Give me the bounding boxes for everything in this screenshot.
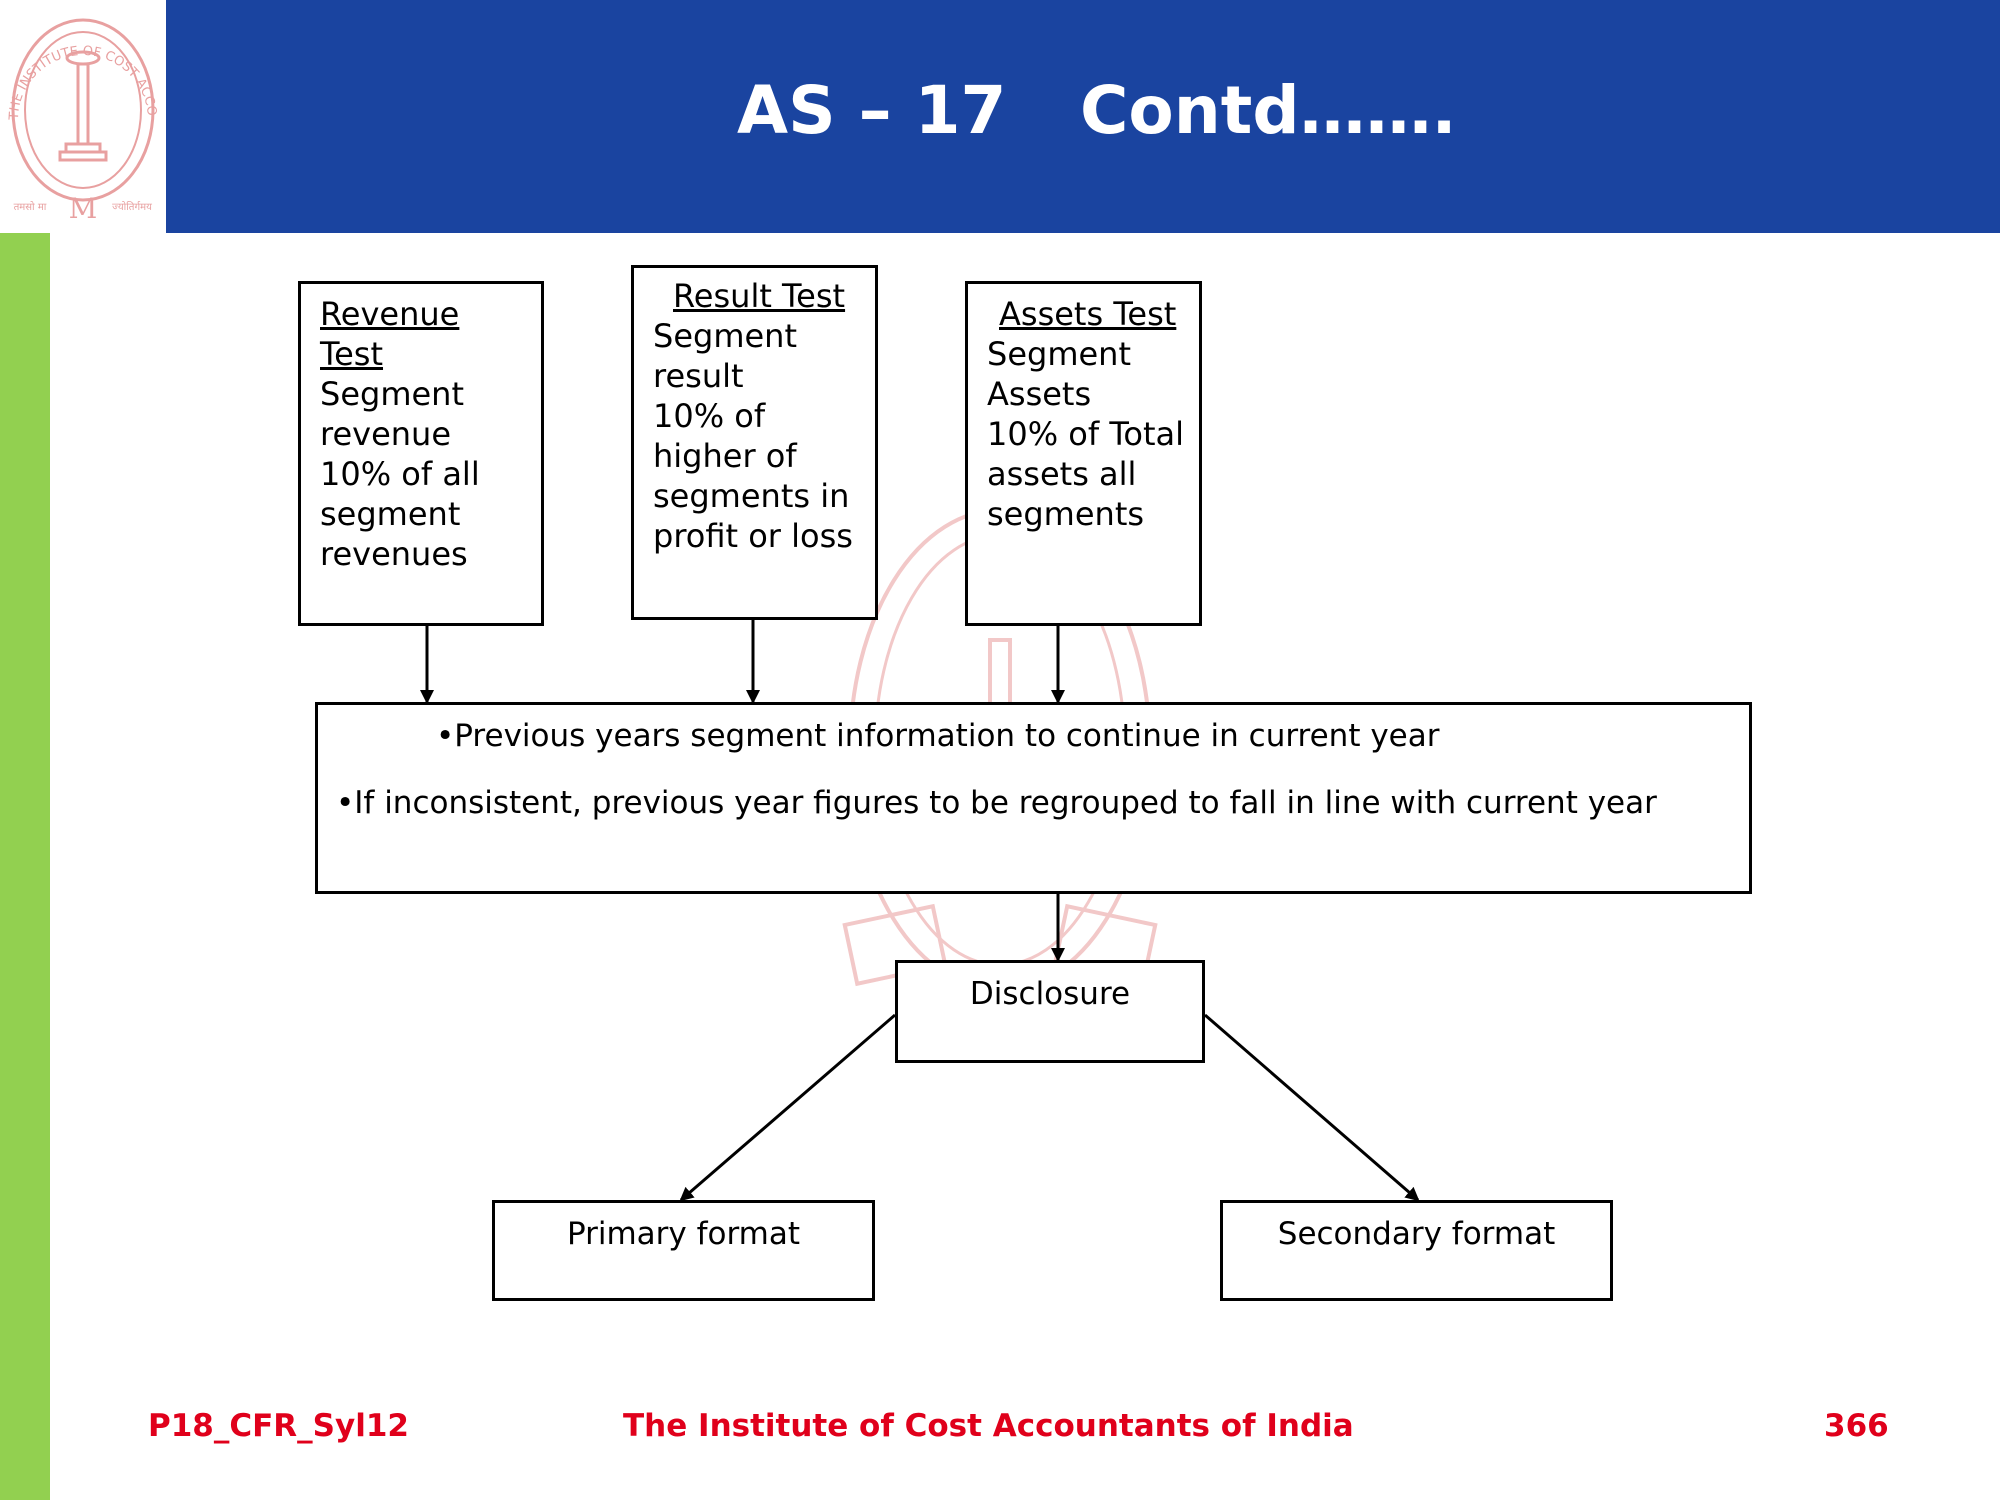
assets-test-line: segments — [987, 495, 1145, 533]
revenue-test-title-2: Test — [320, 335, 384, 373]
footer-page-number: 366 — [1824, 1408, 1889, 1444]
primary-format-label: Primary format — [566, 1216, 801, 1252]
assets-test-line: Assets — [987, 375, 1092, 413]
secondary-format-label: Secondary format — [1277, 1216, 1556, 1252]
footer-course-code: P18_CFR_Syl12 — [148, 1408, 409, 1444]
disclosure-label: Disclosure — [969, 976, 1131, 1012]
result-test-box — [631, 265, 878, 620]
side-accent-bar — [0, 233, 50, 1500]
info-bullet-2: •If inconsistent, previous year figures … — [336, 785, 1657, 821]
disclosure-box — [895, 960, 1205, 1063]
assets-test-line: 10% of Total — [987, 415, 1185, 453]
result-test-line: higher of — [653, 437, 797, 475]
revenue-test-box — [298, 281, 544, 626]
svg-text:ज्योतिर्गमय: ज्योतिर्गमय — [112, 201, 152, 213]
footer-institute: The Institute of Cost Accountants of Ind… — [623, 1408, 1354, 1444]
institute-logo: THE INSTITUTE OF COST ACCOUNTANTS OF IND… — [0, 0, 159, 225]
assets-test-text: Assets Test Segment Assets 10% of Total … — [987, 294, 1184, 534]
assets-test-line: Segment — [987, 335, 1131, 373]
result-test-text: Result Test Segment result 10% of higher… — [653, 276, 853, 556]
revenue-test-text: Revenue Test Segment revenue 10% of all … — [320, 294, 480, 574]
result-test-line: 10% of — [653, 397, 766, 435]
segment-info-box — [315, 702, 1752, 894]
slide-title: AS – 17 — [737, 72, 1007, 149]
svg-text:तमसो मा: तमसो मा — [14, 201, 47, 213]
secondary-format-box — [1220, 1200, 1613, 1301]
arrow-disclosure-to-primary — [679, 1013, 896, 1202]
revenue-test-line: segment — [320, 495, 461, 533]
result-test-line: segments in — [653, 477, 850, 515]
revenue-test-line: 10% of all — [320, 455, 480, 493]
result-test-line: profit or loss — [653, 517, 853, 555]
arrow-disclosure-to-secondary — [1204, 1013, 1420, 1202]
header-banner — [166, 0, 2000, 233]
result-test-line: result — [653, 357, 744, 395]
result-test-title: Result Test — [673, 277, 846, 315]
assets-test-title: Assets Test — [999, 295, 1177, 333]
revenue-test-title-1: Revenue — [320, 295, 460, 333]
assets-test-line: assets all — [987, 455, 1137, 493]
revenue-test-line: Segment — [320, 375, 464, 413]
revenue-test-line: revenues — [320, 535, 468, 573]
revenue-test-line: revenue — [320, 415, 452, 453]
info-bullet-1: •Previous years segment information to c… — [436, 718, 1440, 754]
logo-area: THE INSTITUTE OF COST ACCOUNTANTS OF IND… — [0, 0, 166, 233]
slide-title-contd: Contd……. — [1080, 72, 1457, 149]
result-test-line: Segment — [653, 317, 797, 355]
svg-text:M: M — [69, 192, 98, 225]
assets-test-box — [965, 281, 1202, 626]
primary-format-box — [492, 1200, 875, 1301]
